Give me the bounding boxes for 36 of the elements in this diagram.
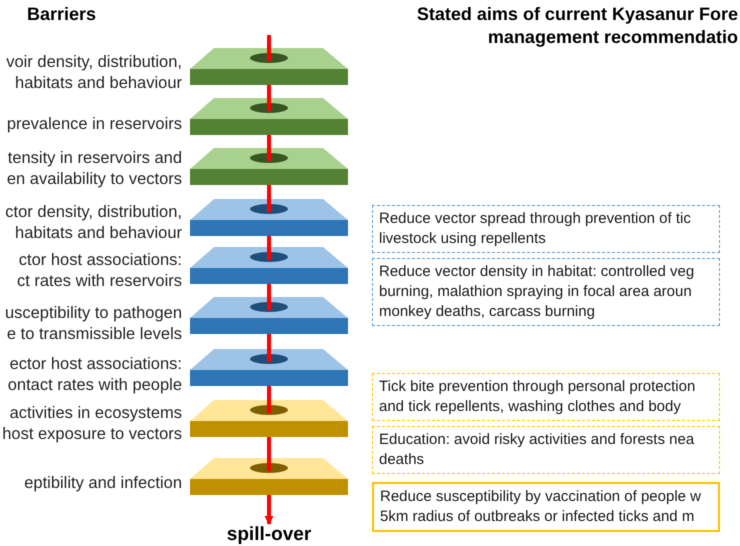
barrier-plate [190, 458, 348, 495]
connector-line [267, 284, 271, 297]
barrier-label: tensity in reservoirs and en availability to vectors [6, 148, 182, 189]
barrier-label: voir density, distribution, habitats and behaviour [5, 52, 182, 93]
connector-line [267, 437, 271, 458]
recommendation-box: Reduce vector spread through prevention of tic livestock using repellents [372, 205, 720, 253]
barrier-label: ector host associations: ontact rates with people [6, 354, 182, 395]
connector-line [267, 334, 271, 349]
recommendation-box: Tick bite prevention through personal protection and tick repellents, washing clothes and body [372, 373, 720, 421]
barrier-plate [190, 148, 348, 185]
arrow [264, 495, 274, 525]
barrier-plate [190, 48, 348, 85]
connector-line [267, 386, 271, 400]
barrier-label: eptibility and infection [24, 473, 182, 494]
recommendation-box: Reduce vector density in habitat: controlled veg burning, malathion spraying in focal area aroun monkey deaths, carcass burning [372, 258, 720, 326]
connector-line [267, 135, 271, 148]
barrier-label: ctor density, distribution, habitats and behaviour [4, 202, 182, 243]
barrier-plate [190, 199, 348, 236]
column-heading: Stated aims of current Kyasanur Fore management recommendatio [416, 3, 738, 49]
connector-line [267, 85, 271, 98]
connector-line [267, 236, 271, 247]
barrier-label: prevalence in reservoirs [6, 114, 182, 134]
barrier-plate [190, 98, 348, 135]
barrier-label: usceptibility to pathogen e to transmissible levels [4, 303, 182, 344]
recommendation-box: Education: avoid risky activities and forests nea deaths [372, 426, 720, 474]
barrier-plate [190, 297, 348, 334]
barrier-label: activities in ecosystems host exposure to vectors [1, 403, 182, 444]
connector-line [267, 185, 271, 199]
barrier-label: ctor host associations: ct rates with reservoirs [16, 250, 182, 291]
barrier-plate [190, 400, 348, 437]
outcome-label: spill-over [226, 524, 312, 546]
connector-line [267, 35, 271, 48]
barrier-plate [190, 247, 348, 284]
recommendation-box: Reduce susceptibility by vaccination of people w 5km radius of outbreaks or infected ticks and m [372, 482, 720, 532]
column-heading: Barriers [27, 3, 96, 26]
barrier-plate [190, 349, 348, 386]
